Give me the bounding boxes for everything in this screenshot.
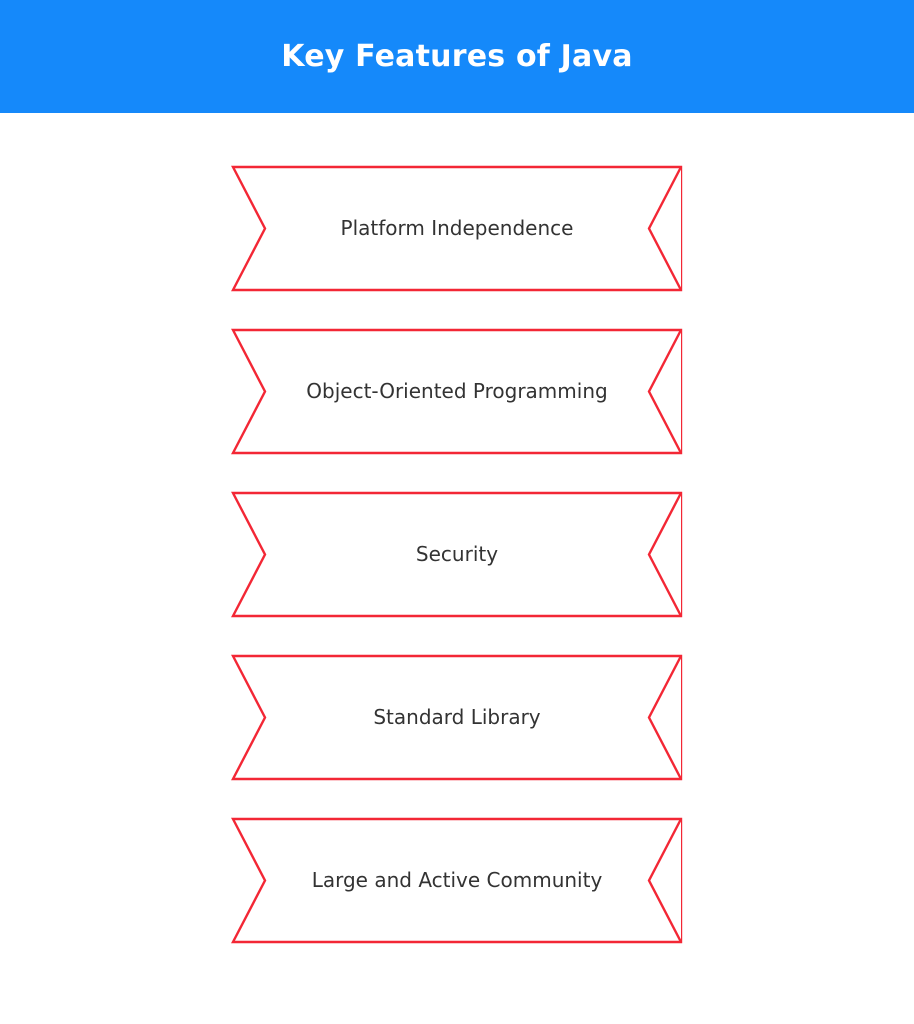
feature-label: Platform Independence (340, 216, 574, 240)
ribbon-banner-shape (231, 491, 683, 618)
features-list: Platform Independence Object-Oriented Pr… (0, 113, 914, 944)
feature-ribbon: Platform Independence (231, 165, 683, 292)
header-banner: Key Features of Java (0, 0, 914, 113)
feature-label: Large and Active Community (311, 868, 603, 892)
feature-ribbon: Security (231, 491, 683, 618)
feature-ribbon: Standard Library (231, 654, 683, 781)
ribbon-banner-shape (231, 328, 683, 455)
feature-label: Object-Oriented Programming (306, 379, 608, 403)
feature-label: Security (415, 542, 499, 566)
feature-ribbon: Object-Oriented Programming (231, 328, 683, 455)
ribbon-banner-shape (231, 165, 683, 292)
page-title: Key Features of Java (281, 38, 633, 74)
feature-ribbon: Large and Active Community (231, 817, 683, 944)
ribbon-banner-shape (231, 817, 683, 944)
feature-label: Standard Library (373, 705, 541, 729)
ribbon-banner-shape (231, 654, 683, 781)
